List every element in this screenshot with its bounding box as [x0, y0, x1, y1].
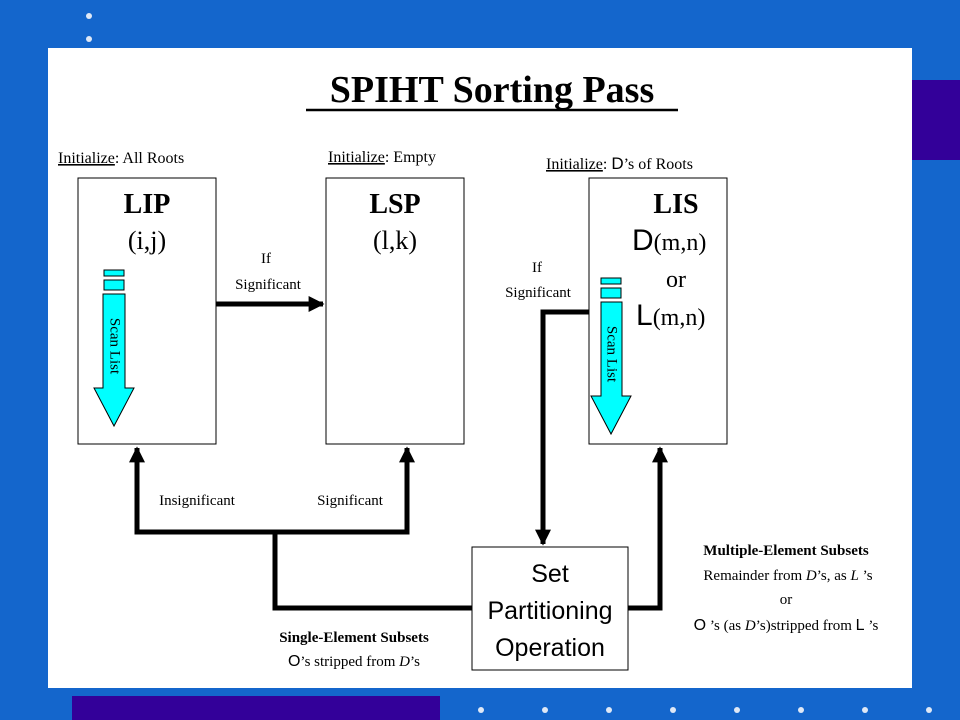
multiple-l3-l: L	[856, 617, 865, 634]
slide: SPIHT Sorting Pass Initialize: All Roots…	[48, 48, 912, 688]
multiple-l3-b: ’s)stripped from	[756, 618, 856, 634]
initialize-word: Initialize	[328, 149, 385, 166]
lis-scan-list-arrow: Scan List	[590, 277, 632, 436]
set-partitioning-to-junction-line	[272, 532, 472, 611]
multiple-l3-c: ’s	[865, 618, 879, 634]
lis-d-entry: D(m,n)	[632, 224, 706, 257]
single-o: O	[288, 653, 300, 670]
single-end: ’s	[410, 654, 420, 670]
dot	[542, 707, 548, 713]
single-mid: ’s stripped from	[300, 654, 399, 670]
lip-name: LIP	[124, 189, 171, 220]
dot	[798, 707, 804, 713]
lis-name: LIS	[653, 189, 698, 220]
multiple-l3-o: O	[694, 617, 706, 634]
lsp-name: LSP	[369, 189, 420, 220]
junction-to-lip-arrow	[128, 446, 275, 535]
multiple-l1-b: ’s, as	[817, 568, 851, 584]
scan-marker-icon	[600, 277, 622, 285]
set-partitioning-line3: Operation	[495, 634, 605, 662]
colon: :	[603, 156, 611, 173]
lis-init-d: D	[611, 154, 623, 173]
insignificant-label: Insignificant	[159, 493, 236, 509]
single-subsets-title: Single-Element Subsets	[279, 630, 429, 646]
bottom-accent-bar	[72, 696, 440, 720]
lis-to-set-partitioning-arrow	[534, 309, 589, 546]
lip-scan-list-arrow: Scan List	[93, 269, 135, 428]
multiple-l1-c: ’s	[859, 568, 873, 584]
lis-l-entry: L(m,n)	[636, 299, 705, 332]
multiple-l1-a: Remainder from	[703, 568, 805, 584]
lis-significant: Significant	[505, 285, 572, 301]
significant-label: Significant	[317, 493, 384, 509]
dot	[734, 707, 740, 713]
initialize-word: Initialize	[58, 150, 115, 167]
initialize-word: Initialize	[546, 156, 603, 173]
set-partitioning-box	[471, 546, 629, 671]
diagram: SPIHT Sorting Pass Initialize: All Roots…	[58, 69, 879, 671]
single-subsets-detail: O’s stripped from D’s	[288, 653, 420, 670]
lis-d-letter: D	[632, 224, 654, 257]
multiple-subsets-line3: O ’s (as D’s)stripped from L ’s	[694, 617, 879, 634]
scan-marker-icon	[103, 269, 125, 277]
lis-or: or	[666, 267, 686, 293]
down-arrow-icon	[590, 301, 632, 436]
lis-scan-list-label: Scan List	[604, 326, 620, 383]
set-partitioning-to-lis-arrow	[628, 446, 669, 611]
multiple-l3-a: ’s (as	[706, 618, 745, 634]
lsp-coords: (l,k)	[373, 226, 417, 255]
dot	[478, 707, 484, 713]
dot	[606, 707, 612, 713]
lis-d-coords: (m,n)	[654, 230, 707, 256]
lip-initialize-value: : All Roots	[115, 150, 184, 167]
multiple-l3-d: D	[744, 618, 756, 634]
scan-marker-icon	[600, 287, 622, 299]
lis-initialize-value: ’s of Roots	[624, 156, 693, 173]
lip-initialize-label: Initialize: All Roots	[58, 150, 184, 167]
lip-scan-list-label: Scan List	[107, 318, 123, 375]
scan-marker-icon	[103, 279, 125, 291]
set-partitioning-line2: Partitioning	[487, 597, 612, 625]
multiple-subsets-line1: Remainder from D’s, as L ’s	[703, 568, 872, 584]
lsp-initialize-label: Initialize: Empty	[328, 149, 436, 166]
dot	[86, 36, 92, 42]
dot	[86, 13, 92, 19]
diagram-title: SPIHT Sorting Pass	[330, 69, 654, 111]
right-accent-bar	[912, 80, 960, 160]
lis-l-letter: L	[636, 299, 653, 332]
multiple-subsets-title: Multiple-Element Subsets	[703, 543, 869, 559]
lis-l-coords: (m,n)	[653, 305, 706, 331]
junction-to-lsp-arrow	[275, 446, 416, 535]
lip-to-lsp-significant: Significant	[235, 277, 302, 293]
dot	[670, 707, 676, 713]
down-arrow-icon	[93, 293, 135, 428]
multiple-l1-l: L	[849, 568, 858, 584]
dot	[926, 707, 932, 713]
single-d: D	[398, 654, 410, 670]
lis-if: If	[532, 260, 542, 276]
dot	[862, 707, 868, 713]
lip-to-lsp-if: If	[261, 251, 271, 267]
lsp-initialize-value: : Empty	[385, 149, 436, 166]
multiple-subsets-or: or	[780, 592, 793, 608]
multiple-l1-d: D	[805, 568, 817, 584]
set-partitioning-line1: Set	[531, 560, 569, 588]
lsp-box	[325, 177, 465, 445]
lip-coords: (i,j)	[128, 226, 166, 255]
lis-initialize-label: Initialize: D’s of Roots	[546, 154, 693, 173]
